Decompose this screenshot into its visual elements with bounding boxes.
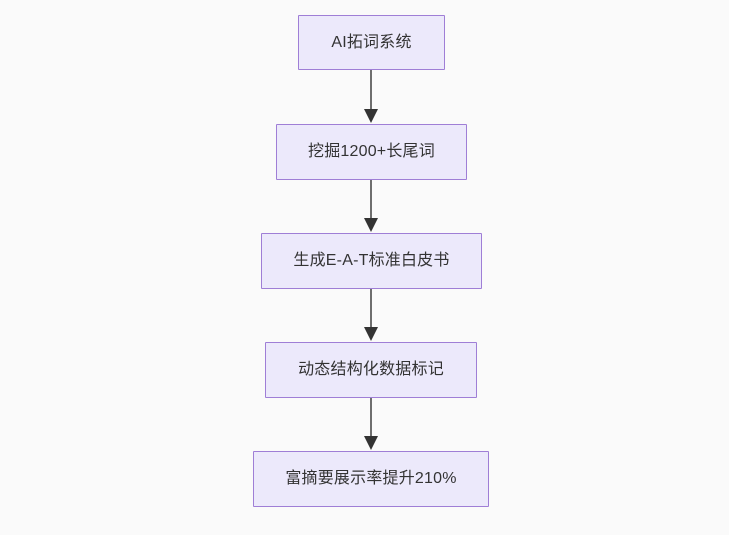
edge-n3-n4: [364, 289, 378, 341]
arrowhead-icon-n1-n2: [364, 109, 378, 123]
edge-n1-n2: [364, 70, 378, 123]
arrowhead-icon-n3-n4: [364, 327, 378, 341]
flowchart-node-label: AI拓词系统: [331, 33, 412, 51]
flowchart-node-rich-snippet-result[interactable]: 富摘要展示率提升210%: [253, 451, 489, 507]
arrowhead-icon-n2-n3: [364, 218, 378, 232]
flowchart-node-label: 动态结构化数据标记: [298, 361, 444, 378]
flowchart-node-ai-keyword-system[interactable]: AI拓词系统: [298, 15, 445, 70]
flowchart-node-label: 挖掘1200+长尾词: [308, 143, 435, 160]
flowchart-node-eat-whitepaper[interactable]: 生成E-A-T标准白皮书: [261, 233, 482, 289]
flowchart-node-longtail-keywords[interactable]: 挖掘1200+长尾词: [276, 124, 467, 180]
edge-n4-n5: [364, 398, 378, 450]
edge-n2-n3: [364, 180, 378, 232]
arrowhead-icon-n4-n5: [364, 436, 378, 450]
flowchart-node-structured-data-markup[interactable]: 动态结构化数据标记: [265, 342, 477, 398]
flowchart-node-label: 富摘要展示率提升210%: [285, 470, 457, 487]
flowchart-node-label: 生成E-A-T标准白皮书: [293, 252, 450, 269]
